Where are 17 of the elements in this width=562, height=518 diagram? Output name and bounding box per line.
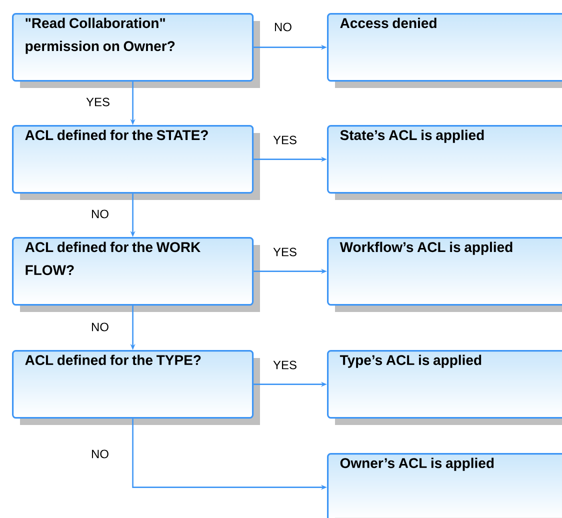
- edge-label: YES: [272, 246, 298, 258]
- edge-label: YES: [272, 360, 298, 370]
- edge-label: NO: [273, 22, 293, 32]
- edge-label: YES: [85, 96, 111, 108]
- result-box: Owner’s ACL is applied: [327, 453, 562, 518]
- edge-label: YES: [272, 134, 298, 146]
- result-box: Workflow’s ACL is applied: [327, 237, 562, 312]
- edge-label: NO: [90, 322, 110, 332]
- decision-box: ACL defined for the TYPE?: [12, 350, 260, 425]
- result-box: Type’s ACL is applied: [327, 350, 562, 425]
- decision-box: ACL defined for the WORK FLOW?: [12, 237, 260, 312]
- result-box: State’s ACL is applied: [327, 125, 562, 200]
- decision-box: ACL defined for the STATE?: [12, 125, 260, 200]
- decision-box: "Read Collaboration" permission on Owner?: [12, 13, 260, 88]
- edge-label: NO: [90, 208, 110, 220]
- result-box: Access denied: [327, 13, 562, 88]
- edge-label: NO: [90, 448, 110, 460]
